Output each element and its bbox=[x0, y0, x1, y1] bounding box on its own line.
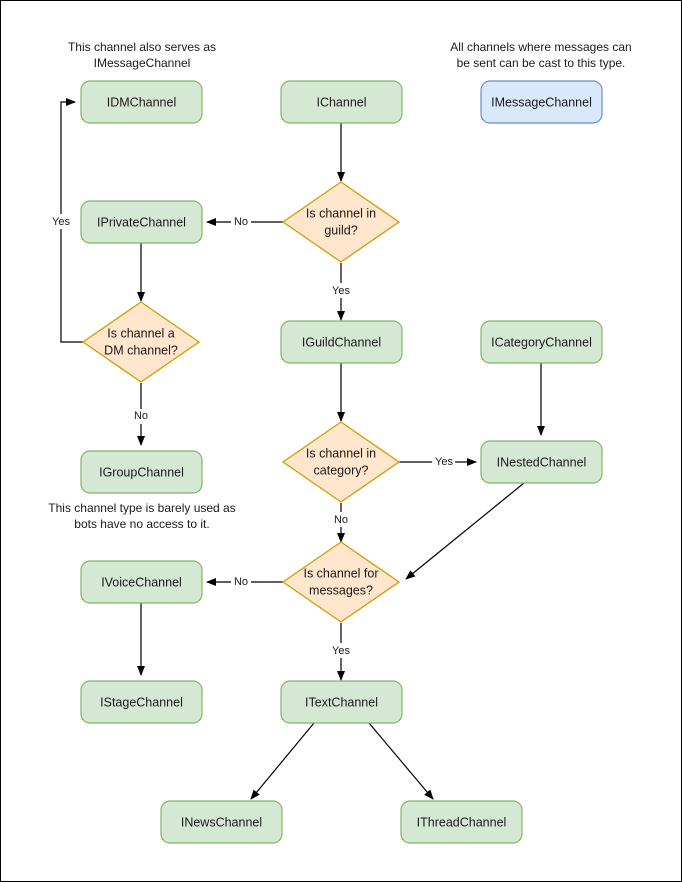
node-iprivatechannel-label: IPrivateChannel bbox=[97, 215, 186, 229]
edge-label-no-category: No bbox=[334, 514, 348, 526]
node-ithreadchannel[interactable]: IThreadChannel bbox=[400, 800, 523, 844]
node-inewschannel[interactable]: INewsChannel bbox=[160, 800, 283, 844]
node-itextchannel[interactable]: ITextChannel bbox=[280, 680, 403, 724]
node-question-is-channel-in-guild-line1: Is channel in bbox=[306, 206, 376, 220]
edge-inestedchannel-to-messages-question bbox=[405, 482, 525, 580]
edge-messages-question-no-to-ivoicechannel: No bbox=[206, 574, 284, 589]
node-inestedchannel-label: INestedChannel bbox=[497, 455, 587, 469]
node-inewschannel-label: INewsChannel bbox=[181, 815, 262, 829]
node-imessagechannel[interactable]: IMessageChannel bbox=[480, 80, 603, 124]
node-question-is-channel-dm[interactable]: Is channel a DM channel? bbox=[81, 301, 201, 383]
node-inewschannel-shape[interactable] bbox=[160, 800, 283, 844]
edge-label-no-messages: No bbox=[234, 576, 248, 588]
node-question-is-channel-for-messages-line1: Is channel for bbox=[303, 566, 378, 580]
node-icategorychannel-label: ICategoryChannel bbox=[491, 335, 592, 349]
note-idmchannel-line1: This channel also serves as bbox=[68, 40, 216, 54]
node-igroupchannel-label: IGroupChannel bbox=[99, 465, 184, 479]
edge-category-question-no-to-messages-question: No bbox=[331, 503, 351, 543]
edge-dm-question-no-to-igroupchannel: No bbox=[131, 383, 151, 446]
note-imessagechannel-line1: All channels where messages can bbox=[450, 40, 631, 54]
node-itextchannel-label: ITextChannel bbox=[305, 695, 378, 709]
node-igroupchannel-shape[interactable] bbox=[80, 450, 203, 494]
node-question-is-channel-in-category-shape[interactable] bbox=[281, 421, 401, 503]
note-imessagechannel: All channels where messages can be sent … bbox=[450, 40, 631, 70]
node-ichannel-shape[interactable] bbox=[280, 80, 403, 124]
node-idmchannel-shape[interactable] bbox=[80, 80, 203, 124]
edge-label-yes-guild: Yes bbox=[332, 285, 350, 297]
edge-guild-question-yes-to-iguildchannel: Yes bbox=[330, 263, 353, 321]
node-ichannel-label: IChannel bbox=[316, 95, 366, 109]
edge-messages-question-yes-to-itextchannel: Yes bbox=[330, 623, 353, 681]
node-question-is-channel-in-category-line1: Is channel in bbox=[306, 446, 376, 460]
node-inestedchannel-shape[interactable] bbox=[480, 440, 603, 484]
note-igroupchannel-line1: This channel type is barely used as bbox=[48, 501, 235, 515]
edge-label-yes-category: Yes bbox=[435, 456, 453, 468]
node-icategorychannel[interactable]: ICategoryChannel bbox=[480, 320, 603, 364]
edge-dm-question-yes-to-idmchannel: Yes bbox=[50, 98, 84, 343]
node-istagechannel[interactable]: IStageChannel bbox=[80, 680, 203, 724]
node-idmchannel-label: IDMChannel bbox=[107, 95, 176, 109]
node-question-is-channel-dm-line2: DM channel? bbox=[104, 343, 178, 357]
node-inestedchannel[interactable]: INestedChannel bbox=[480, 440, 603, 484]
note-igroupchannel: This channel type is barely used as bots… bbox=[48, 501, 235, 531]
edge-category-question-yes-to-inestedchannel: Yes bbox=[398, 454, 477, 469]
node-question-is-channel-in-guild[interactable]: Is channel in guild? bbox=[281, 181, 401, 263]
node-iguildchannel[interactable]: IGuildChannel bbox=[280, 320, 403, 364]
note-imessagechannel-line2: be sent can be cast to this type. bbox=[457, 56, 626, 70]
note-idmchannel: This channel also serves as IMessageChan… bbox=[68, 40, 216, 70]
node-iprivatechannel-shape[interactable] bbox=[80, 200, 203, 244]
node-question-is-channel-dm-line1: Is channel a bbox=[107, 326, 174, 340]
node-question-is-channel-for-messages-shape[interactable] bbox=[281, 541, 401, 623]
edge-itextchannel-to-inewschannel bbox=[250, 722, 315, 800]
node-imessagechannel-label: IMessageChannel bbox=[491, 95, 592, 109]
node-ichannel[interactable]: IChannel bbox=[280, 80, 403, 124]
node-ithreadchannel-label: IThreadChannel bbox=[417, 815, 507, 829]
node-igroupchannel[interactable]: IGroupChannel bbox=[80, 450, 203, 494]
node-question-is-channel-in-category[interactable]: Is channel in category? bbox=[281, 421, 401, 503]
node-question-is-channel-in-category-line2: category? bbox=[314, 463, 369, 477]
node-itextchannel-shape[interactable] bbox=[280, 680, 403, 724]
node-iprivatechannel[interactable]: IPrivateChannel bbox=[80, 200, 203, 244]
node-ivoicechannel-label: IVoiceChannel bbox=[101, 575, 182, 589]
node-question-is-channel-in-guild-line2: guild? bbox=[324, 223, 357, 237]
node-ivoicechannel[interactable]: IVoiceChannel bbox=[80, 560, 203, 604]
node-ithreadchannel-shape[interactable] bbox=[400, 800, 523, 844]
note-idmchannel-line2: IMessageChannel bbox=[94, 56, 191, 70]
node-ivoicechannel-shape[interactable] bbox=[80, 560, 203, 604]
edge-label-no-dm: No bbox=[134, 410, 148, 422]
edge-itextchannel-to-ithreadchannel bbox=[368, 722, 434, 800]
node-imessagechannel-shape[interactable] bbox=[480, 80, 603, 124]
note-igroupchannel-line2: bots have no access to it. bbox=[74, 517, 209, 531]
node-question-is-channel-for-messages-line2: messages? bbox=[309, 583, 373, 597]
edge-label-yes-messages: Yes bbox=[332, 645, 350, 657]
edge-label-yes-dm: Yes bbox=[52, 216, 70, 228]
node-istagechannel-shape[interactable] bbox=[80, 680, 203, 724]
node-question-is-channel-in-guild-shape[interactable] bbox=[281, 181, 401, 263]
node-question-is-channel-dm-shape[interactable] bbox=[81, 301, 201, 383]
node-idmchannel[interactable]: IDMChannel bbox=[80, 80, 203, 124]
node-istagechannel-label: IStageChannel bbox=[100, 695, 183, 709]
node-iguildchannel-shape[interactable] bbox=[280, 320, 403, 364]
node-question-is-channel-for-messages[interactable]: Is channel for messages? bbox=[281, 541, 401, 623]
edge-label-no-guild: No bbox=[234, 216, 248, 228]
node-icategorychannel-shape[interactable] bbox=[480, 320, 603, 364]
node-iguildchannel-label: IGuildChannel bbox=[302, 335, 381, 349]
edge-guild-question-no-to-iprivatechannel: No bbox=[206, 214, 284, 229]
